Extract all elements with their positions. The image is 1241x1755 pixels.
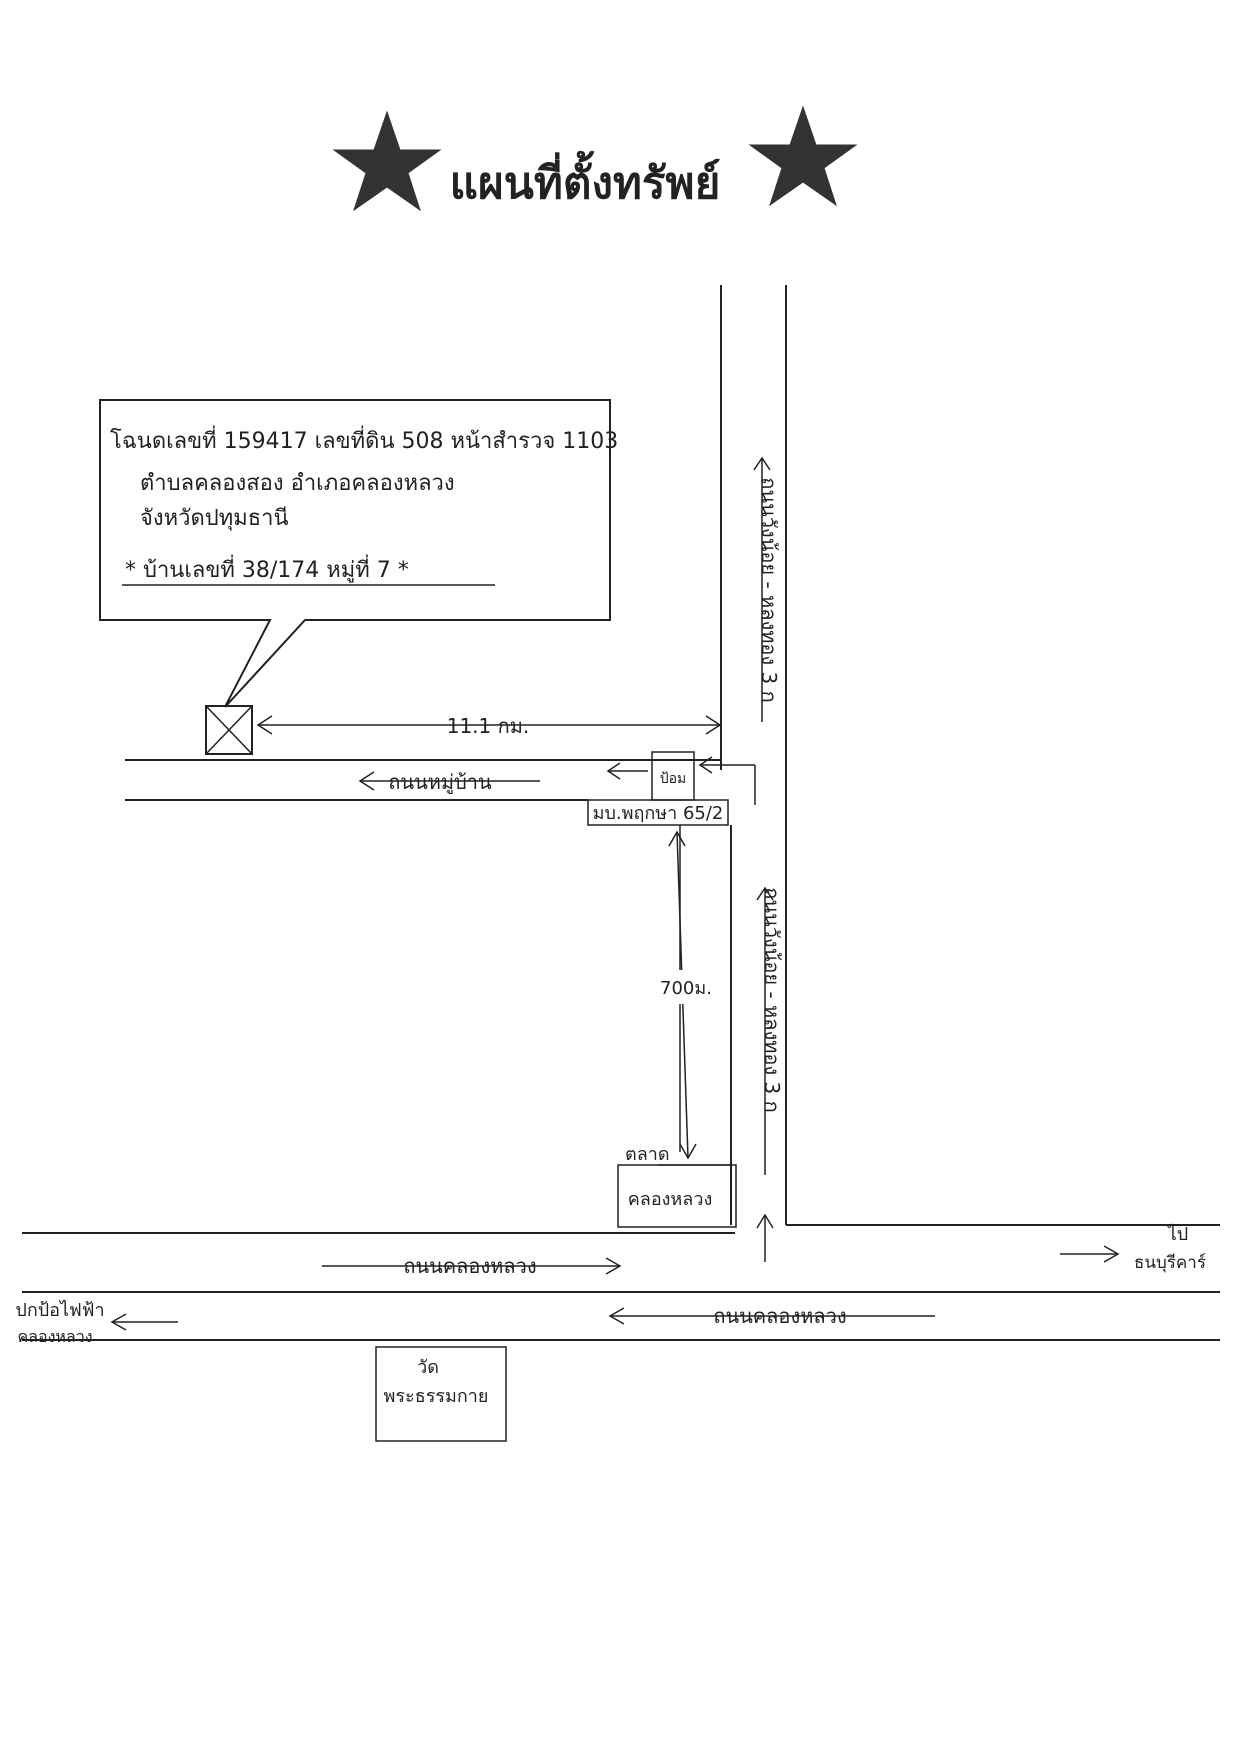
property-district-line: ตำบลคลองสอง อำเภอคลองหลวง — [140, 471, 455, 496]
main-road-lower-label: ถนนคลองหลวง — [713, 1304, 846, 1328]
vertical-road-upper-label: ถนนวังน้อย - หลงทอง 3 ก — [757, 477, 781, 703]
vertical-road-lower-label: ถนนวังน้อย - หลงทอง 3 ก — [760, 887, 784, 1113]
to-left-label-line1: ปกป้อไฟฟ้า — [15, 1299, 104, 1321]
market-label: ตลาด — [625, 1144, 670, 1165]
star-icon — [332, 110, 442, 212]
village-name-label: มบ.พฤกษา 65/2 — [593, 803, 724, 824]
property-info-callout — [99, 399, 611, 708]
distance-to-market-label: 700ม. — [660, 978, 712, 999]
page-title: แผนที่ตั้งทรัพย์ — [450, 150, 721, 209]
village-road-label: ถนนหมู่บ้าน — [388, 770, 492, 795]
village-name-sign — [587, 799, 729, 826]
main-road-upper-label: ถนนคลองหลวง — [403, 1254, 536, 1278]
property-house-number-line: * บ้านเลขที่ 38/174 หมู่ที่ 7 * — [125, 554, 409, 583]
property-province-line: จังหวัดปทุมธานี — [140, 506, 289, 531]
market-name: คลองหลวง — [628, 1189, 712, 1210]
temple-label-line1: วัด — [417, 1357, 439, 1378]
temple-label-line2: พระธรรมกาย — [384, 1386, 489, 1407]
to-right-label-line1: ไป — [1166, 1223, 1188, 1245]
property-deed-line: โฉนดเลขที่ 159417 เลขที่ดิน 508 หน้าสำรว… — [110, 425, 618, 454]
distance-to-property-label: 11.1 กม. — [447, 714, 530, 738]
market-building — [617, 1164, 737, 1228]
to-left-label-line2: คลองหลวง — [17, 1327, 92, 1346]
guard-box-label: ป้อม — [660, 771, 687, 787]
temple-building — [375, 1346, 507, 1442]
to-right-label-line2: ธนบุรีคาร์ — [1134, 1253, 1206, 1273]
crossed-box-icon — [205, 705, 253, 755]
star-icon — [748, 105, 858, 207]
